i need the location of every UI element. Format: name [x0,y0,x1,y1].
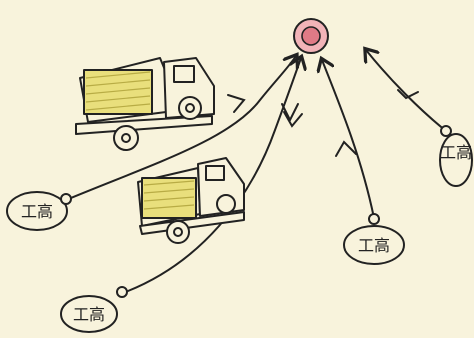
school-node-bottom-left: 工高 [61,287,127,332]
target-hub-icon [294,19,328,53]
school-node-right: 工高 [440,126,472,186]
lumber-truck-icon [138,158,244,243]
school-node-left: 工高 [7,192,71,230]
school-node-label: 工高 [440,143,472,162]
arrow-from-bottom-right-school [322,60,374,218]
lumber-truck-icon [76,58,214,150]
arrow-midpoint-marks [228,90,418,156]
school-node-label: 工高 [73,305,105,324]
arrow-from-right-school [366,50,446,131]
school-node-label: 工高 [358,236,390,255]
school-node-bottom-right: 工高 [344,214,404,264]
school-node-label: 工高 [21,202,53,221]
